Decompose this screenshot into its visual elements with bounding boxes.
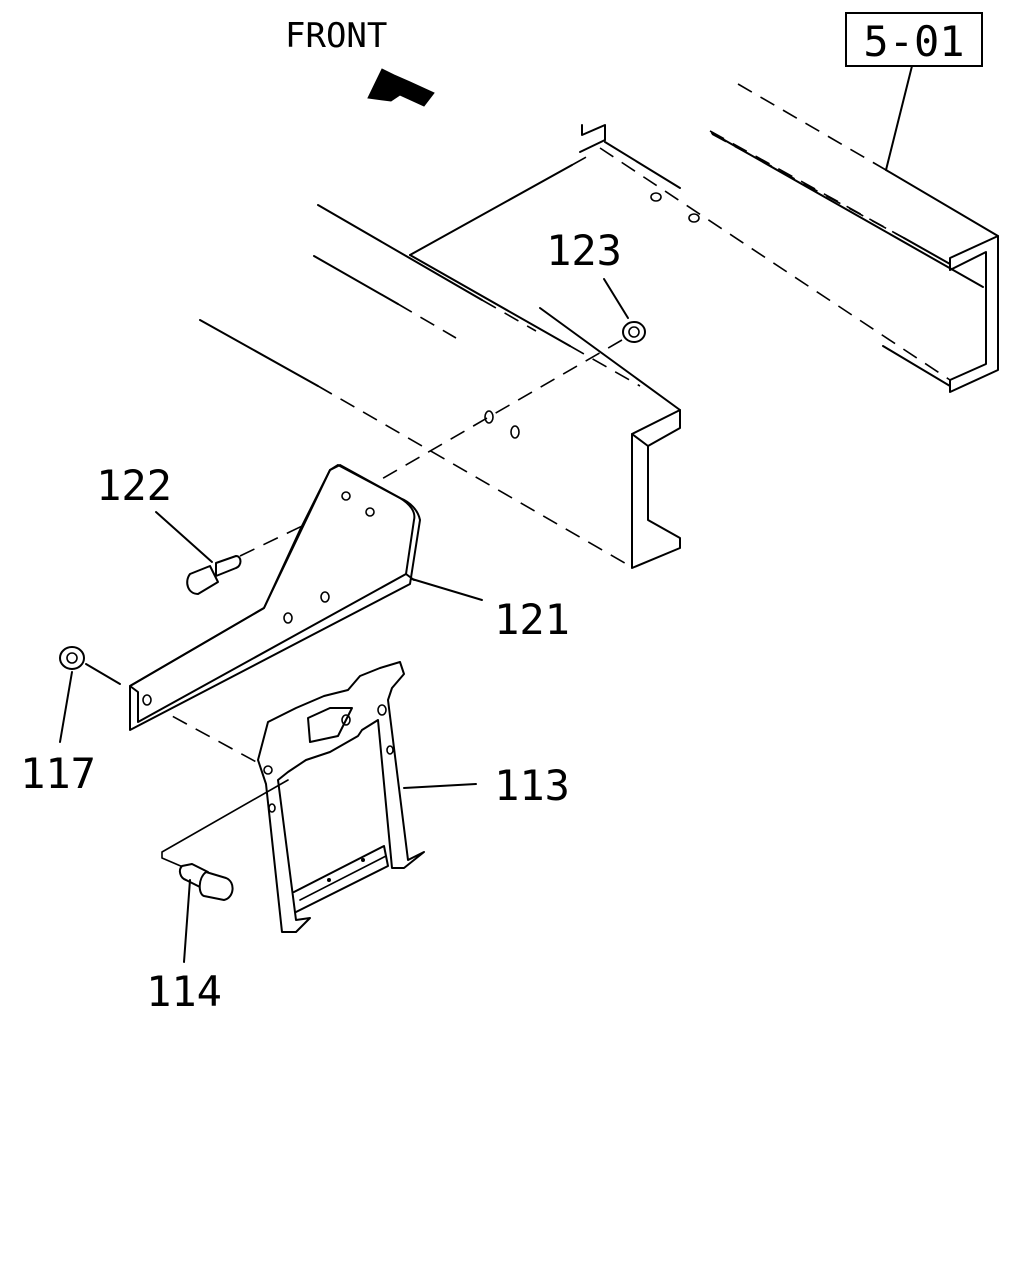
bolt-114-icon[interactable] <box>178 863 234 901</box>
leader-117 <box>59 671 73 743</box>
leader-121 <box>411 578 483 601</box>
callout-114[interactable]: 114 <box>146 967 222 1016</box>
assembly-line-123 <box>379 339 623 481</box>
reference-box[interactable]: 5-01 <box>845 12 983 67</box>
leader-113 <box>403 783 477 789</box>
nut-117-icon[interactable] <box>59 646 85 670</box>
leader-114 <box>183 879 191 963</box>
leader-122 <box>155 511 213 563</box>
assembly-line-117 <box>149 703 261 765</box>
nut-123-icon[interactable] <box>622 321 646 343</box>
front-arrow-icon <box>367 68 435 107</box>
callout-113[interactable]: 113 <box>494 761 570 810</box>
assembly-line-114 <box>161 779 289 871</box>
assembly-line-117b <box>85 663 121 685</box>
callout-117[interactable]: 117 <box>20 749 96 798</box>
reference-leader <box>885 65 913 171</box>
reference-label: 5-01 <box>863 17 964 66</box>
cross-member-rear <box>599 83 999 393</box>
callout-121[interactable]: 121 <box>494 595 570 644</box>
leader-123 <box>603 278 629 319</box>
callout-123[interactable]: 123 <box>546 226 622 275</box>
carrier-113[interactable] <box>257 661 425 933</box>
bolt-122-icon[interactable] <box>186 555 242 595</box>
frame-rail <box>199 124 700 569</box>
front-label: FRONT <box>285 16 387 56</box>
callout-122[interactable]: 122 <box>96 461 172 510</box>
